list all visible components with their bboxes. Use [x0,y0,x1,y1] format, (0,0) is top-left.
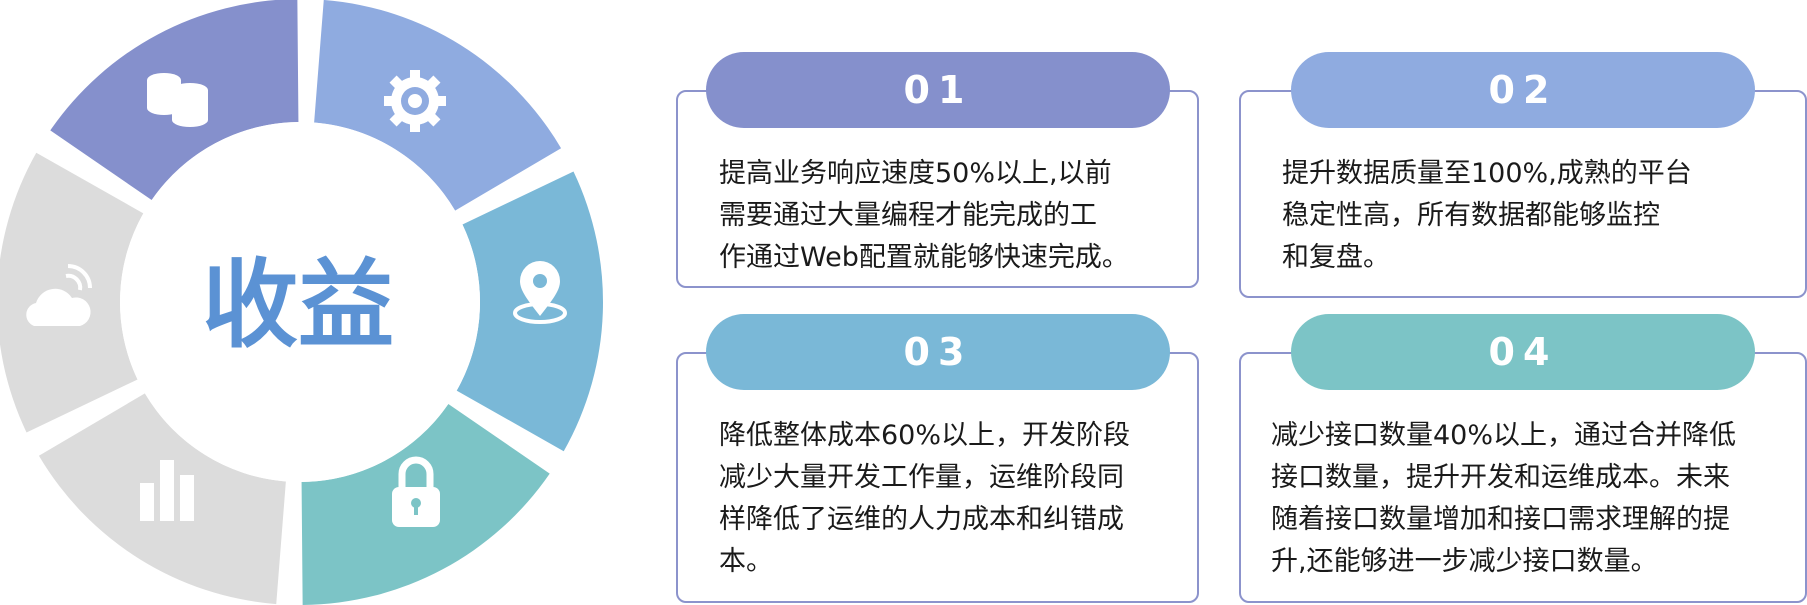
card-number-badge-04: 04 [1291,314,1755,390]
benefit-ring-diagram: 收益 [0,0,603,605]
benefit-card-03 [676,352,1199,603]
cloud-signal-icon [26,264,92,326]
card-text-02: 提升数据质量至100%,成熟的平台 稳定性高，所有数据都能够监控 和复盘。 [1282,158,1692,273]
card-text-03: 降低整体成本60%以上，开发阶段 减少大量开发工作量，运维阶段同 样降低了运维的… [719,420,1131,577]
card-text-01: 提高业务响应速度50%以上,以前 需要通过大量编程才能完成的工 作通过Web配置… [719,158,1129,273]
gear-icon [384,70,446,132]
card-text-04: 减少接口数量40%以上，通过合并降低 接口数量，提升开发和运维成本。未来 随着接… [1271,420,1737,577]
benefit-card-04 [1239,352,1807,603]
card-number-badge-02: 02 [1291,52,1755,128]
card-number-badge-01: 01 [706,52,1170,128]
coins-stack-icon [147,73,208,127]
center-circle [120,122,480,482]
segment-cloud [0,152,144,433]
center-title: 收益 [202,249,394,361]
segment-pin [456,171,603,452]
location-pin-icon [513,261,567,324]
bar-chart-icon [140,460,194,521]
card-number-badge-03: 03 [706,314,1170,390]
lock-icon [392,456,440,527]
